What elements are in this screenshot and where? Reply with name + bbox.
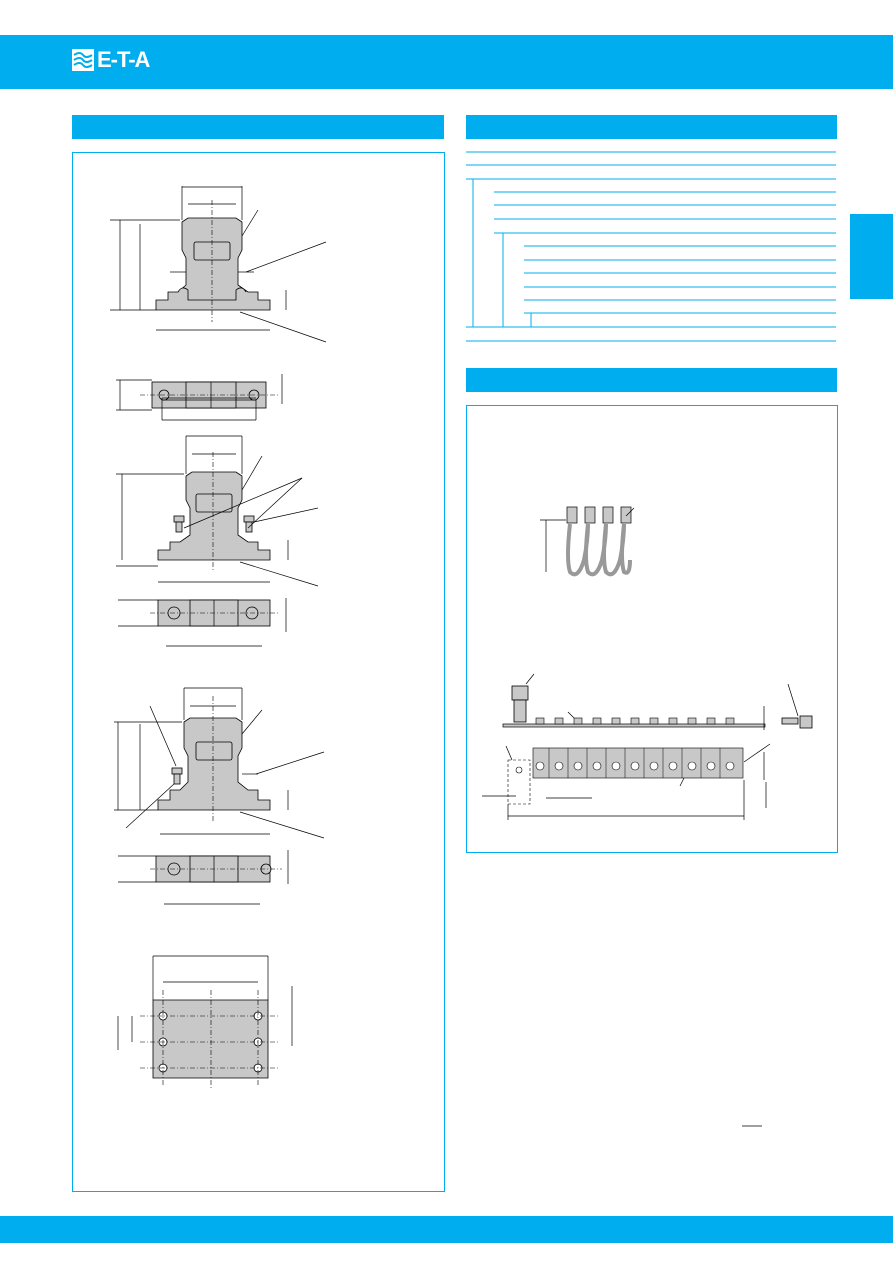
holder-variant-1-front <box>110 186 327 343</box>
busbar-top-view <box>482 743 771 820</box>
wired-fuse-assembly <box>540 506 635 577</box>
right-top-section-header <box>466 115 837 139</box>
holder-variant-2-top <box>118 598 287 647</box>
mounting-hole-pattern <box>117 955 293 1090</box>
right-drawing-frame <box>466 405 838 853</box>
holder-variant-2-front <box>116 435 319 587</box>
page-footer-bar <box>0 1216 893 1243</box>
holder-variant-3-top <box>118 850 289 905</box>
eta-logo-mark-icon <box>72 49 94 71</box>
holder-variant-1-top <box>116 374 283 421</box>
eta-logo-text: E-T-A <box>97 47 150 72</box>
page-header-bar <box>0 35 893 89</box>
side-index-tab <box>850 214 893 299</box>
holder-variant-3-front <box>114 687 325 839</box>
eta-logo: E-T-A <box>72 47 150 72</box>
busbar-side-view <box>502 673 813 730</box>
left-section-header <box>72 115 444 139</box>
right-bottom-section-header <box>466 368 837 392</box>
